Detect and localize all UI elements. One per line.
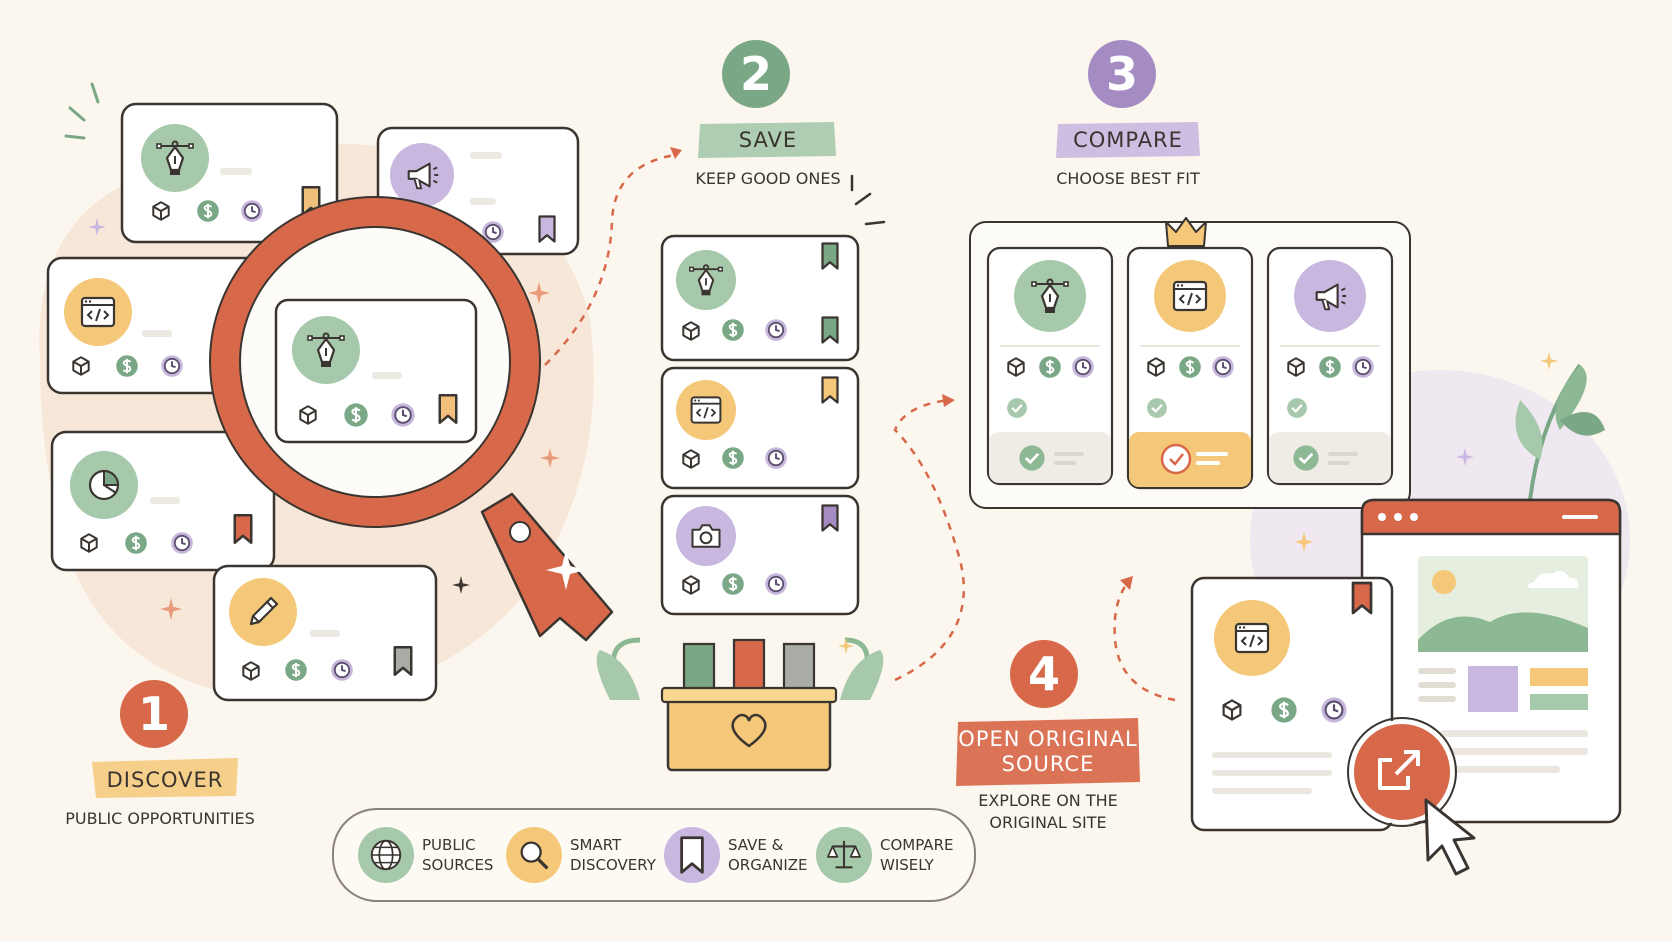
bookmark-icon (664, 827, 720, 883)
step-2-subtitle: KEEP GOOD ONES (695, 169, 841, 188)
step-3-number: 3 (1088, 40, 1156, 108)
feature-4-line1: COMPARE (880, 836, 954, 854)
saved-card-camera (660, 494, 860, 616)
scales-icon (816, 827, 872, 883)
discover-card-pencil (212, 564, 438, 702)
feature-1-line1: PUBLIC (422, 836, 476, 854)
step-4-subtitle: EXPLORE ON THE ORIGINAL SITE (948, 790, 1148, 834)
feature-3-line2: ORGANIZE (728, 856, 808, 874)
step-1-subtitle: PUBLIC OPPORTUNITIES (65, 809, 255, 828)
feature-4-line2: WISELY (880, 856, 934, 874)
step-1-number: 1 (120, 680, 188, 748)
feature-summary-bar: PUBLIC SOURCES SMART DISCOVERY SAVE & ORGAN… (332, 808, 976, 902)
step-4-subtitle-line2: ORIGINAL SITE (989, 813, 1107, 832)
feature-public-sources: PUBLIC SOURCES (358, 810, 493, 900)
cursor-arrow (1424, 798, 1476, 876)
step-4-number: 4 (1010, 640, 1078, 708)
sparkle-decorations (64, 82, 1558, 654)
step-4-title-line1: OPEN ORIGINAL (958, 727, 1138, 751)
compare-panel (969, 217, 1411, 509)
step-1-title: DISCOVER (106, 767, 224, 792)
globe-icon (358, 827, 414, 883)
step-2-title: SAVE (738, 127, 798, 152)
step-3-title: COMPARE (1073, 127, 1183, 152)
feature-2-line2: DISCOVERY (570, 856, 656, 874)
plant-decoration (1515, 363, 1605, 501)
saved-card-code (660, 366, 860, 490)
step-3-subtitle: CHOOSE BEST FIT (1056, 169, 1200, 188)
step-2-number: 2 (722, 40, 790, 108)
feature-1-line2: SOURCES (422, 856, 494, 874)
saved-card-pen (660, 234, 860, 362)
feature-compare-wisely: COMPARE WISELY (816, 810, 953, 900)
source-detail-card (1190, 576, 1394, 832)
feature-smart-discovery: SMART DISCOVERY (506, 810, 656, 900)
magnifier-icon (506, 827, 562, 883)
open-source-button (1347, 717, 1457, 827)
step-4-title-line2: SOURCE (1001, 752, 1095, 776)
discover-card-pen (120, 102, 339, 244)
magnifier-glass (209, 196, 614, 642)
feature-3-line1: SAVE & (728, 836, 784, 854)
step-4-title: OPEN ORIGINAL SOURCE (956, 720, 1140, 784)
feature-save-organize: SAVE & ORGANIZE (664, 810, 808, 900)
saved-bookmarks-box (596, 637, 884, 772)
step-4-subtitle-line1: EXPLORE ON THE (978, 791, 1118, 810)
feature-2-line1: SMART (570, 836, 622, 854)
discover-card-chart (50, 430, 276, 572)
